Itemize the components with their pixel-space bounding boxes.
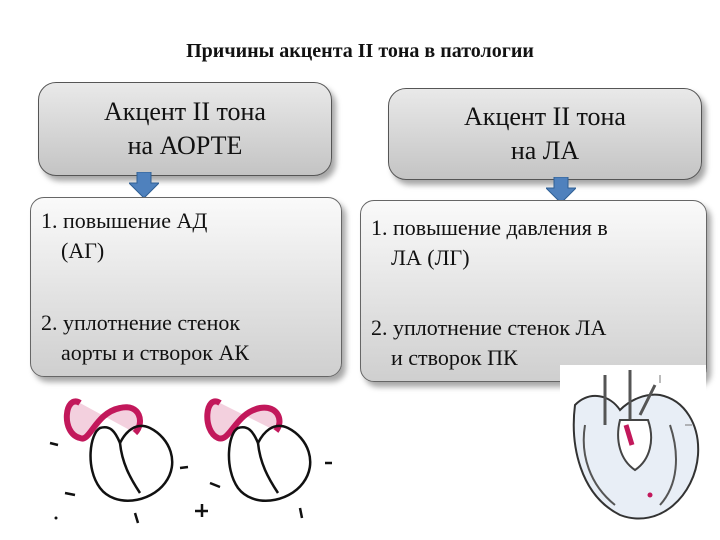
header-pulmonary-line2: на ЛА [510, 136, 580, 165]
item-text: 2. уплотнение стенок ЛА [371, 315, 607, 340]
item-text: и створок ПК [391, 345, 518, 370]
item-text: ЛА (ЛГ) [391, 245, 470, 270]
list-item: 1. повышение давления в ЛА (ЛГ) [371, 213, 700, 273]
item-text: (АГ) [61, 238, 105, 263]
heart-diagram-icon [49, 398, 332, 524]
panel-pulmonary-causes: 1. повышение давления в ЛА (ЛГ) 2. уплот… [360, 200, 707, 382]
list-item: 1. повышение АД (АГ) [41, 206, 335, 266]
arrow-down-icon [546, 177, 576, 203]
arrow-down-icon [129, 172, 159, 198]
panel-aorta-causes: 1. повышение АД (АГ) 2. уплотнение стено… [30, 197, 342, 377]
header-aorta: Акцент II тона на АОРТЕ [38, 82, 332, 176]
header-aorta-line1: Акцент II тона [104, 97, 266, 126]
page-title: Причины акцента II тона в патологии [186, 40, 534, 62]
item-text: аорты и створок АК [61, 340, 250, 365]
list-item: 2. уплотнение стенок ЛА и створок ПК [371, 313, 700, 373]
list-item: 2. уплотнение стенок аорты и створок АК [41, 308, 335, 368]
item-text: 1. повышение давления в [371, 215, 608, 240]
heart-sketch-right [195, 398, 332, 519]
header-pulmonary: Акцент II тона на ЛА [388, 88, 702, 180]
item-text: 2. уплотнение стенок [41, 310, 241, 335]
heart-section-icon [560, 365, 706, 525]
item-text: 1. повышение АД [41, 208, 208, 233]
heart-sketch-left [49, 398, 189, 524]
header-aorta-line2: на АОРТЕ [127, 131, 243, 160]
header-pulmonary-line1: Акцент II тона [464, 102, 626, 131]
